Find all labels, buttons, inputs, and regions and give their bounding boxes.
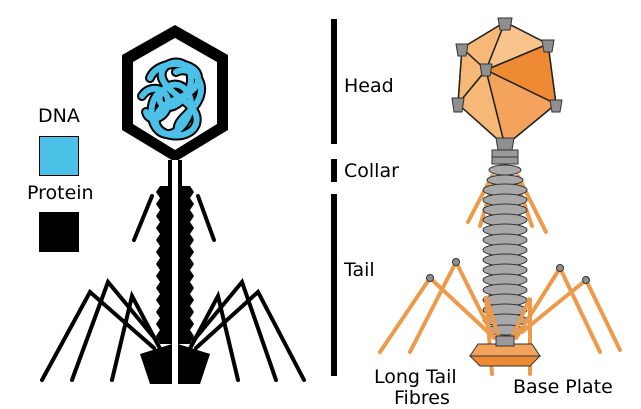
base-plate-label: Base Plate bbox=[513, 378, 613, 397]
legend-protein-swatch bbox=[39, 212, 79, 252]
legend-dna-swatch bbox=[39, 136, 79, 176]
tail-label: Tail bbox=[344, 261, 375, 280]
long-tail-fibres-label-line2: Fibres bbox=[394, 389, 450, 408]
head-bracket bbox=[331, 19, 337, 144]
model-collar bbox=[492, 150, 518, 164]
tail-bracket bbox=[331, 194, 337, 376]
model-head-capsid bbox=[458, 22, 556, 146]
legend-protein-label: Protein bbox=[27, 184, 94, 203]
collar-bracket bbox=[331, 159, 337, 182]
long-tail-fibres-label-line1: Long Tail bbox=[374, 368, 457, 387]
head-label: Head bbox=[344, 77, 394, 96]
legend-dna-label: DNA bbox=[38, 107, 80, 126]
collar-label: Collar bbox=[344, 162, 399, 181]
